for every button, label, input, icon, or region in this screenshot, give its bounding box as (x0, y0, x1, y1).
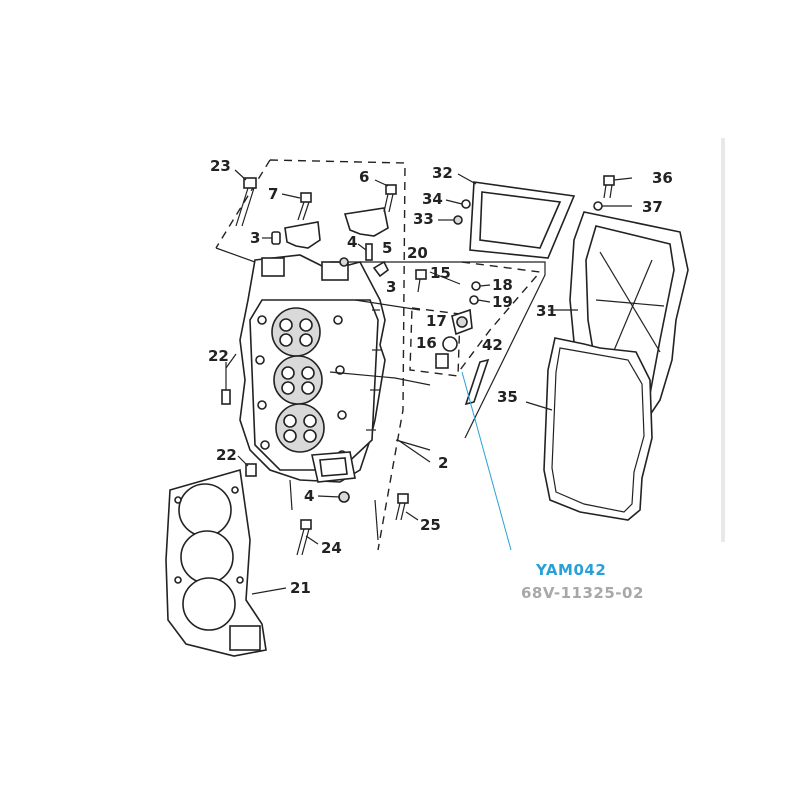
thermostat-17 (451, 308, 473, 336)
callout-22b: 22 (216, 446, 237, 464)
callout-33: 33 (413, 210, 434, 228)
callout-23: 23 (210, 157, 231, 175)
cylinder-head-boundary (215, 159, 406, 551)
bolt-25 (395, 493, 409, 521)
dowel-3a (271, 231, 281, 245)
callout-5: 5 (382, 239, 392, 257)
callout-15: 15 (430, 264, 451, 282)
callout-7: 7 (268, 185, 278, 203)
callout-3b: 3 (386, 278, 396, 296)
head-leaders (215, 247, 546, 541)
callout-6: 6 (359, 168, 369, 186)
callout-25: 25 (420, 516, 441, 534)
camshaft-cap-6 (343, 207, 389, 237)
stud-5 (365, 243, 373, 261)
callout-32: 32 (432, 164, 453, 182)
bolt-18 (471, 281, 481, 291)
head-gasket-21 (165, 468, 287, 657)
callout-3a: 3 (250, 229, 260, 247)
dowel-3b (372, 260, 390, 278)
callout-18: 18 (492, 276, 513, 294)
cover-gasket-35 (525, 337, 653, 521)
callout-35: 35 (497, 388, 518, 406)
sender-42 (464, 358, 490, 406)
callout-leaders (225, 169, 633, 545)
bolt-36 (603, 175, 615, 199)
part-code-label[interactable]: YAM042 (536, 561, 607, 579)
cover-16 (435, 336, 458, 369)
bolt-22a (221, 362, 231, 405)
callout-4b: 4 (304, 487, 314, 505)
bolt-34 (461, 199, 471, 209)
plug-4b (338, 491, 350, 503)
washer-37 (593, 201, 603, 211)
washer-19 (469, 295, 479, 305)
bolt-7 (297, 192, 312, 221)
callout-24: 24 (321, 539, 342, 557)
bolt-22b (245, 463, 257, 477)
callout-17: 17 (426, 312, 447, 330)
page-edge-divider (721, 138, 725, 542)
callout-37: 37 (642, 198, 663, 216)
part-number-label: 68V-11325-02 (521, 584, 644, 602)
combustion-chamber-3 (275, 403, 325, 453)
gasket-32 (457, 173, 576, 259)
callout-2: 2 (438, 454, 448, 472)
bolt-20 (415, 269, 427, 293)
callout-labels: 23 7 6 32 36 34 37 33 3 4 5 20 15 18 3 1… (208, 157, 673, 597)
callout-21: 21 (290, 579, 311, 597)
combustion-chamber-2 (273, 355, 323, 405)
callout-31: 31 (536, 302, 557, 320)
part-pointer-leader (461, 371, 512, 551)
callout-19: 19 (492, 293, 513, 311)
callout-22a: 22 (208, 347, 229, 365)
combustion-chamber-1 (271, 307, 321, 357)
bolt-6 (383, 184, 397, 213)
callout-4a: 4 (347, 233, 357, 251)
bolt-33 (453, 215, 463, 225)
callout-34: 34 (422, 190, 443, 208)
callout-42: 42 (482, 336, 503, 354)
callout-36: 36 (652, 169, 673, 187)
bolt-24 (296, 519, 312, 556)
camshaft-cap-7 (284, 221, 321, 249)
plug-4a (339, 257, 349, 267)
callout-16: 16 (416, 334, 437, 352)
callout-20: 20 (407, 244, 428, 262)
cylinder-head (239, 254, 386, 483)
bolt-23 (235, 177, 257, 227)
thermostat-group (409, 261, 542, 406)
